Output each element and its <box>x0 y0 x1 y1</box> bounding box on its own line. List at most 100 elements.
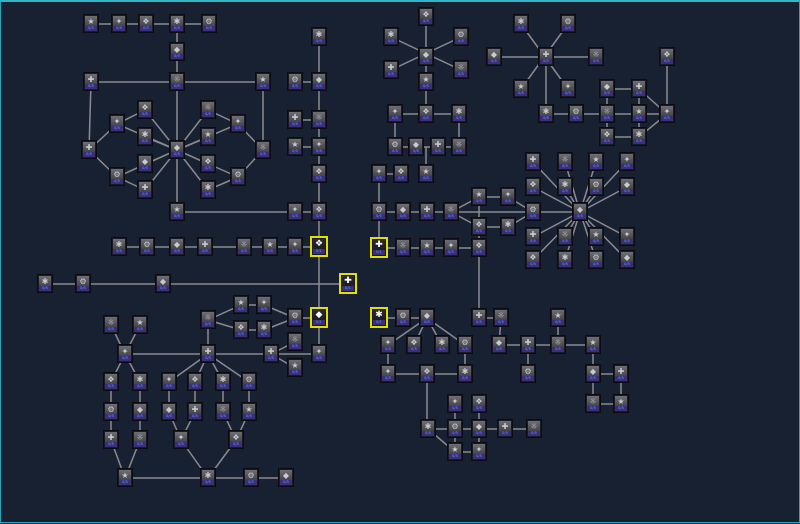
skill-node[interactable]: ☼0/5 <box>588 47 604 66</box>
skill-node[interactable]: ⚙0/5 <box>387 137 403 156</box>
skill-node[interactable]: ❖0/5 <box>228 430 244 449</box>
skill-node[interactable]: ✱0/5 <box>420 419 436 438</box>
skill-node[interactable]: ★0/5 <box>471 187 487 206</box>
skill-node[interactable]: ⚙0/5 <box>447 419 463 438</box>
skill-node[interactable]: ✱0/5 <box>111 237 127 256</box>
skill-node[interactable]: ✚0/5 <box>137 180 153 199</box>
skill-node[interactable]: ✚0/5 <box>525 227 541 246</box>
skill-node[interactable]: ✦0/5 <box>560 79 576 98</box>
skill-node[interactable]: ☼0/5 <box>443 202 459 221</box>
skill-node[interactable]: ⚙0/5 <box>457 335 473 354</box>
skill-node-available[interactable]: ❖0/1 <box>310 236 328 257</box>
skill-node[interactable]: ★0/5 <box>418 72 434 91</box>
skill-node[interactable]: ✦0/5 <box>109 114 125 133</box>
skill-node[interactable]: ☼0/5 <box>311 110 327 129</box>
skill-node[interactable]: ★0/5 <box>132 315 148 334</box>
skill-node[interactable]: ❖0/5 <box>525 250 541 269</box>
skill-node[interactable]: ✚0/5 <box>197 237 213 256</box>
skill-node[interactable]: ★0/5 <box>241 402 257 421</box>
skill-node[interactable]: ★0/5 <box>550 308 566 327</box>
skill-node[interactable]: ✚0/5 <box>200 344 216 363</box>
skill-node[interactable]: ☼0/5 <box>550 335 566 354</box>
skill-node[interactable]: ★0/5 <box>588 227 604 246</box>
skill-node[interactable]: ❖0/5 <box>418 7 434 26</box>
skill-node[interactable]: ★0/5 <box>255 72 271 91</box>
skill-node-available[interactable]: ✱0/1 <box>370 307 388 328</box>
skill-node[interactable]: ★0/5 <box>631 104 647 123</box>
skill-node[interactable]: ❖0/5 <box>471 394 487 413</box>
skill-node[interactable]: ✦0/5 <box>311 137 327 156</box>
skill-node[interactable]: ⚙0/5 <box>560 14 576 33</box>
skill-node[interactable]: ☼0/5 <box>395 238 411 257</box>
skill-node[interactable]: ★0/5 <box>169 202 185 221</box>
skill-node[interactable]: ✚0/5 <box>103 430 119 449</box>
skill-node[interactable]: ☼0/5 <box>103 315 119 334</box>
skill-node[interactable]: ★0/5 <box>287 358 303 377</box>
skill-node[interactable]: ☼0/5 <box>200 100 216 119</box>
skill-node[interactable]: ✱0/5 <box>513 14 529 33</box>
skill-node[interactable]: ◆0/5 <box>418 47 434 66</box>
skill-node-available[interactable]: ✚0/1 <box>339 273 357 294</box>
skill-node[interactable]: ◆0/5 <box>599 79 615 98</box>
skill-node[interactable]: ✱0/5 <box>311 27 327 46</box>
skill-node[interactable]: ☼0/5 <box>557 152 573 171</box>
skill-node[interactable]: ✱0/5 <box>200 468 216 487</box>
skill-node[interactable]: ☼0/5 <box>585 394 601 413</box>
skill-node[interactable]: ☼0/5 <box>132 430 148 449</box>
skill-node[interactable]: ✱0/5 <box>383 27 399 46</box>
skill-node[interactable]: ❖0/5 <box>471 217 487 236</box>
skill-node[interactable]: ☼0/5 <box>236 237 252 256</box>
skill-node[interactable]: ◆0/5 <box>585 364 601 383</box>
skill-node[interactable]: ☼0/5 <box>255 140 271 159</box>
skill-node[interactable]: ❖0/5 <box>418 104 434 123</box>
skill-node[interactable]: ✚0/5 <box>419 202 435 221</box>
skill-node[interactable]: ✱0/5 <box>538 104 554 123</box>
skill-node[interactable]: ✚0/5 <box>497 419 513 438</box>
skill-node[interactable]: ☼0/5 <box>215 402 231 421</box>
skill-node[interactable]: ✦0/5 <box>287 202 303 221</box>
skill-node[interactable]: ⚙0/5 <box>241 372 257 391</box>
skill-node[interactable]: ✚0/5 <box>187 402 203 421</box>
skill-node[interactable]: ★0/5 <box>83 14 99 33</box>
skill-node[interactable]: ★0/5 <box>287 137 303 156</box>
skill-node[interactable]: ✱0/5 <box>631 127 647 146</box>
skill-node[interactable]: ✚0/5 <box>263 344 279 363</box>
skill-node[interactable]: ✚0/5 <box>520 335 536 354</box>
skill-node[interactable]: ✱0/5 <box>457 364 473 383</box>
skill-node[interactable]: ◆0/5 <box>491 335 507 354</box>
skill-node[interactable]: ⚙0/5 <box>588 250 604 269</box>
skill-node[interactable]: ❖0/5 <box>187 372 203 391</box>
skill-node[interactable]: ✦0/5 <box>117 344 133 363</box>
skill-node[interactable]: ✚0/5 <box>471 308 487 327</box>
skill-node[interactable]: ◆0/5 <box>169 42 185 61</box>
skill-node[interactable]: ✚0/5 <box>287 110 303 129</box>
skill-node[interactable]: ☼0/5 <box>200 310 216 329</box>
skill-node[interactable]: ⚙0/5 <box>103 402 119 421</box>
skill-node[interactable]: ☼0/5 <box>169 72 185 91</box>
skill-node[interactable]: ✦0/5 <box>256 295 272 314</box>
skill-node[interactable]: ★0/5 <box>117 468 133 487</box>
skill-node[interactable]: ✱0/5 <box>451 104 467 123</box>
skill-node[interactable]: ✦0/5 <box>659 104 675 123</box>
skill-node-available[interactable]: ◆0/1 <box>310 307 328 328</box>
skill-node[interactable]: ◆0/5 <box>155 274 171 293</box>
skill-node[interactable]: ⚙0/5 <box>371 202 387 221</box>
skill-node[interactable]: ✚0/5 <box>613 364 629 383</box>
skill-node[interactable]: ⚙0/5 <box>75 274 91 293</box>
skill-node[interactable]: ❖0/5 <box>471 238 487 257</box>
skill-node[interactable]: ❖0/5 <box>419 364 435 383</box>
skill-node[interactable]: ◆0/5 <box>169 140 185 159</box>
skill-node[interactable]: ◆0/5 <box>161 402 177 421</box>
skill-node[interactable]: ✦0/5 <box>380 364 396 383</box>
skill-node[interactable]: ❖0/5 <box>406 335 422 354</box>
skill-node[interactable]: ✦0/5 <box>500 187 516 206</box>
skill-node[interactable]: ✚0/5 <box>81 140 97 159</box>
skill-node[interactable]: ⚙0/5 <box>520 364 536 383</box>
skill-node[interactable]: ✚0/5 <box>430 137 446 156</box>
skill-node[interactable]: ❖0/5 <box>311 202 327 221</box>
skill-node[interactable]: ✦0/5 <box>287 237 303 256</box>
skill-node[interactable]: ⚙0/5 <box>201 14 217 33</box>
skill-node[interactable]: ✱0/5 <box>200 180 216 199</box>
skill-node[interactable]: ◆0/5 <box>132 402 148 421</box>
skill-node[interactable]: ✦0/5 <box>311 344 327 363</box>
